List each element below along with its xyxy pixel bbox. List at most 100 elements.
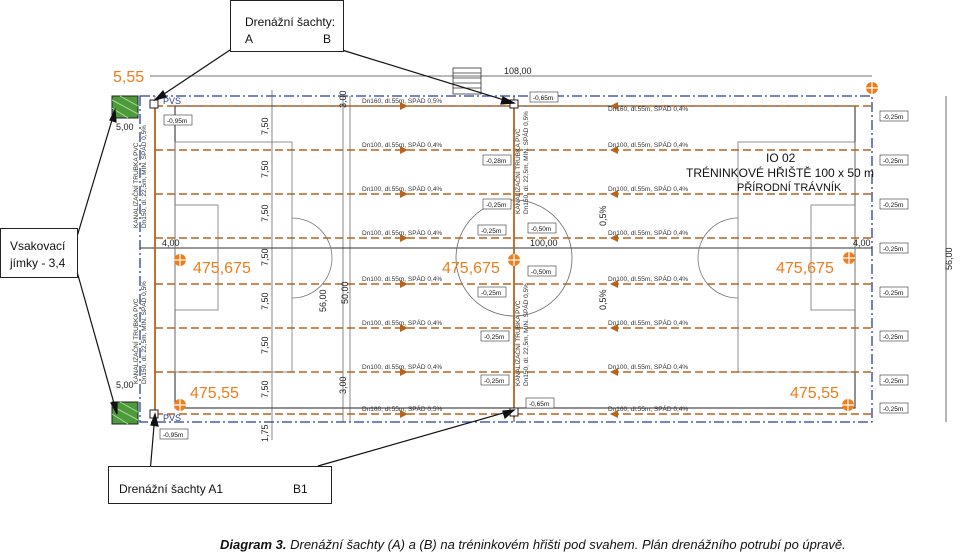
penalty-area-left — [174, 141, 293, 373]
right-dimension-label: 56,00 — [944, 247, 954, 270]
depth-center-bottom: -0,65m — [529, 401, 549, 408]
depth-left-top: -0,95m — [167, 118, 187, 125]
pipe-label-l6: Dn100, dl.55m, SPÁD 0,4% — [362, 318, 442, 327]
pipe-label-r1: Dn160, dl.55m, SPÁD 0,4% — [608, 104, 688, 113]
dim-750-4: 7,50 — [260, 248, 270, 266]
elev-lower-right: 475,55 — [790, 385, 839, 402]
pipe-label-r3: Dn100, dl.55m, SPÁD 0,4% — [608, 184, 688, 193]
soakaway-pit-top — [111, 95, 139, 119]
depth-right-2: -0,25m — [883, 158, 903, 165]
depth-028: -0,28m — [486, 158, 506, 165]
pvs-bottom: PVS — [163, 413, 181, 423]
corner-level-label: 5,55 — [113, 69, 144, 86]
callout-soakaway-line2: jímky - 3,4 — [10, 256, 66, 270]
depth-center-mid-upper: -0,50m — [531, 226, 551, 233]
pipe-label-r6: Dn100, dl.55m, SPÁD 0,4% — [608, 318, 688, 327]
depth-right-4: -0,25m — [883, 246, 903, 253]
dim-750-7: 7,50 — [260, 380, 270, 398]
site-boundary — [139, 95, 873, 423]
pipe-label-r5: Dn100, dl.55m, SPÁD 0,4% — [608, 274, 688, 283]
slope-lower: 0,5% — [598, 289, 608, 310]
depth-025-b: -0,25m — [481, 228, 501, 235]
collector-pipes — [154, 100, 515, 418]
pipe-label-r8: Dn160, dl.55m, SPÁD 0,4% — [608, 404, 688, 413]
collector-spec-center-upper: Dn150, dl. 22,5m, MIN. SPÁD 0,5% — [521, 111, 530, 214]
callout-leaders — [75, 49, 517, 474]
dim-750-6: 7,50 — [260, 336, 270, 354]
drainage-manholes — [149, 99, 519, 419]
penalty-arc-left — [291, 217, 333, 299]
callout-top-shafts: Drenážní šachty: A B — [230, 0, 344, 52]
callout-soakaway: Vsakovací jímky - 3,4 — [0, 228, 78, 278]
depth-right-1: -0,25m — [883, 114, 903, 121]
left-dimension-56: 56,00 — [318, 289, 328, 312]
title-field: TRÉNINKOVÉ HŘIŠTĚ 100 x 50 m — [686, 165, 874, 180]
dim-3-bottom: 3,00 — [338, 376, 348, 394]
caption-text: Drenážní šachty (A) a (B) na tréninkovém… — [286, 537, 846, 552]
pipe-label-r4: Dn100, dl.55m, SPÁD 0,4% — [608, 228, 688, 237]
collector-spec-left-lower: Dn150, dl. 22,5m, MIN. SPÁD 0,5% — [139, 281, 148, 384]
callout-top-b: B — [323, 32, 332, 46]
depth-right-8: -0,25m — [883, 406, 903, 413]
callout-soakaway-line1: Vsakovací — [10, 239, 66, 253]
depth-025-c: -0,25m — [481, 290, 501, 297]
penalty-arc-right — [697, 217, 739, 299]
depth-right-3: -0,25m — [883, 202, 903, 209]
center-dimension-label: 100,00 — [530, 238, 558, 248]
depth-tags: -0,95m -0,95m -0,65m -0,65m -0,50m -0,50… — [159, 91, 909, 440]
soakaway-pit-bottom — [111, 401, 139, 425]
pvs-top: PVS — [163, 96, 181, 106]
dim-3-top: 3,00 — [338, 90, 348, 108]
pipe-labels: Dn160, dl.55m, SPÁD 0,5% Dn160, dl.55m, … — [362, 96, 688, 413]
dim-5-bottom: 5,00 — [116, 380, 134, 390]
figure-caption: Diagram 3. Drenážní šachty (A) a (B) na … — [220, 537, 960, 552]
dim-750-5: 7,50 — [260, 292, 270, 310]
depth-right-6: -0,25m — [883, 334, 903, 341]
collector-label-left-lower: KANALIZAČNÍ TRUBKA PVC — [131, 298, 140, 384]
pipe-label-l4: Dn100, dl.55m, SPÁD 0,4% — [362, 228, 442, 237]
pipe-flow-arrows — [400, 102, 618, 418]
dim-750-2: 7,50 — [260, 160, 270, 178]
pipe-label-l5: Dn100, dl.55m, SPÁD 0,4% — [362, 274, 442, 283]
depth-right-7: -0,25m — [883, 378, 903, 385]
depth-left-bottom: -0,95m — [163, 432, 183, 439]
depth-025-a: -0,25m — [486, 202, 506, 209]
dim-5-top: 5,00 — [116, 122, 134, 132]
level-markers — [174, 82, 878, 411]
dim-4-right: 4,00 — [853, 238, 871, 248]
elev-lower-left: 475,55 — [190, 385, 239, 402]
dim-750-3: 7,50 — [260, 204, 270, 222]
depth-025-d: -0,25m — [484, 334, 504, 341]
collector-spec-center-lower: Dn150, dl. 22,5m, MIN. SPÁD 0,5% — [521, 283, 530, 386]
collector-label-center-lower: KANALIZAČNÍ TRUBKA PVC — [513, 300, 522, 386]
callout-top-title: Drenážní šachty: — [245, 15, 336, 29]
collector-label-center-upper: KANALIZAČNÍ TRUBKA PVC — [513, 128, 522, 214]
dim-4-left: 4,00 — [162, 238, 180, 248]
collector-label-left-upper: KANALIZAČNÍ TRUBKA PVC — [131, 142, 140, 228]
dim-175: 1,75 — [260, 424, 270, 442]
callout-bottom-b1: B1 — [293, 482, 308, 496]
pipe-label-l2: Dn100, dl.55m, SPÁD 0,4% — [362, 140, 442, 149]
left-dimension-50: 50,00 — [340, 281, 350, 304]
dim-750-1: 7,50 — [260, 117, 270, 135]
pipe-label-l7: Dn100, dl.55m, SPÁD 0,4% — [362, 362, 442, 371]
elev-upper-center: 475,675 — [442, 260, 500, 277]
pipe-label-l8: Dn160, dl.55m, SPÁD 0,5% — [362, 404, 442, 413]
elev-upper-left: 475,675 — [193, 260, 251, 277]
pipe-label-l3: Dn100, dl.55m, SPÁD 0,4% — [362, 184, 442, 193]
bleachers-symbol — [452, 67, 482, 95]
slope-upper: 0,5% — [598, 205, 608, 226]
depth-025-e: -0,25m — [484, 378, 504, 385]
top-dimension-label: 108,00 — [504, 66, 532, 76]
elev-upper-right: 475,675 — [776, 260, 834, 277]
title-surface: PŘÍRODNÍ TRÁVNÍK — [737, 181, 842, 194]
callout-bottom-shafts: Drenážní šachty A1 B1 — [108, 466, 332, 504]
title-io: IO 02 — [766, 151, 796, 165]
collector-spec-left-upper: Dn150, dl. 22,5m, MIN. SPÁD 0,5% — [139, 125, 148, 228]
callout-top-a: A — [245, 32, 254, 46]
callout-bottom-a1: Drenážní šachty A1 — [119, 482, 224, 496]
depth-center-top: -0,65m — [533, 95, 553, 102]
caption-label: Diagram 3. — [220, 537, 287, 552]
